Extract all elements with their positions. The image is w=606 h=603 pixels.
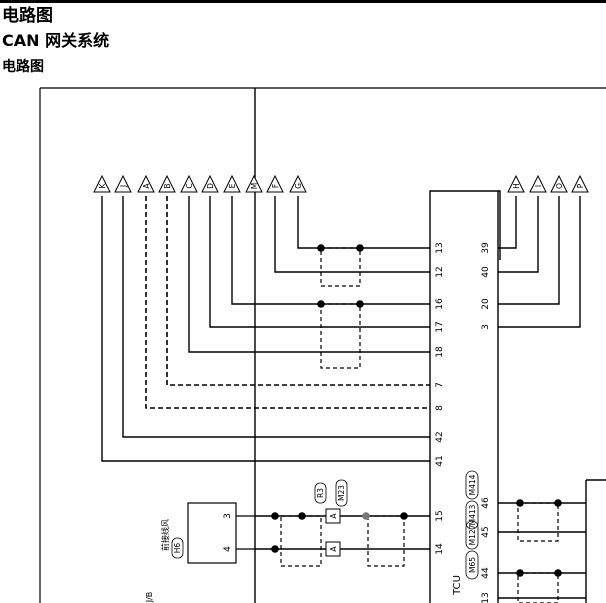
pin-side-45: 45 [481, 526, 491, 537]
module-name-label: TCU [452, 575, 463, 596]
module-connector-M127: M127 [468, 524, 477, 545]
connector-I-label: I [534, 185, 543, 187]
connector-F-label: F [271, 184, 280, 188]
wire-O [498, 196, 560, 305]
connector-K: K [93, 174, 111, 193]
relay-box [187, 502, 255, 564]
wire-H [498, 196, 517, 249]
wire-K [101, 196, 430, 462]
connector-O: O [550, 174, 568, 193]
wires-left [101, 196, 430, 550]
wire-J [122, 196, 430, 438]
pin-right-39: 39 [481, 242, 491, 254]
relay-label: 前接线风 [160, 519, 170, 551]
wire-B [166, 196, 430, 386]
wire-D [209, 196, 430, 328]
connector-A-label: A [142, 183, 151, 189]
diagram-frame [39, 87, 606, 603]
connector-P-label: P [576, 183, 585, 188]
pin-left-7: 7 [435, 382, 445, 388]
connector-B: B [158, 174, 176, 193]
module-connector-M413: M413 [468, 504, 477, 525]
label-layer: 13121617187842411514394020346454413TCUM6… [145, 242, 491, 603]
module-connector-M414: M414 [468, 474, 477, 495]
connector-M-label: M [250, 183, 259, 189]
pin-side-46: 46 [481, 497, 491, 509]
pin-left-42: 42 [435, 431, 445, 442]
wire-I [498, 196, 539, 273]
connector-K-label: K [98, 182, 107, 188]
pin-left-12: 12 [435, 266, 445, 277]
tcu-module [429, 190, 606, 603]
pin-side-13: 13 [481, 592, 491, 603]
wire-E [231, 196, 430, 305]
wire-G [297, 196, 430, 249]
connector-C-label: C [185, 183, 194, 188]
connector-M: M [245, 174, 263, 193]
pin-right-20: 20 [481, 298, 491, 310]
connector-B-label: B [163, 183, 172, 188]
pin-left-41: 41 [435, 455, 445, 466]
connector-D-label: D [206, 183, 215, 189]
connector-G: G [289, 174, 307, 193]
wire-A [145, 196, 430, 409]
connector-F: F [266, 174, 284, 193]
page-title: 电路图 [2, 6, 53, 26]
pin-right-40: 40 [481, 266, 491, 278]
connector-I: I [529, 174, 547, 193]
section-title: 电路图 [2, 59, 44, 75]
connector-O-label: O [555, 183, 564, 189]
wire-F [274, 196, 430, 273]
connector-P: P [571, 174, 589, 193]
wires-right [498, 196, 586, 599]
twisted-pair-shields [280, 247, 559, 603]
wire-C [188, 196, 430, 353]
inline-connector-letter-top: A [329, 513, 338, 519]
connector-D: D [201, 174, 219, 193]
connector-E: E [223, 174, 241, 193]
connector-H-label: H [512, 183, 521, 189]
connector-J: J [114, 174, 132, 193]
page-subtitle: CAN 网关系统 [2, 31, 110, 50]
pin-left-17: 17 [435, 321, 445, 332]
relay-connector-label: H6 [173, 543, 182, 554]
partial-label: J/B [145, 592, 154, 603]
splice-dots [271, 244, 562, 577]
pin-side-44: 44 [481, 567, 491, 579]
pin-left-18: 18 [435, 346, 445, 358]
pin-left-16: 16 [435, 298, 445, 310]
relay-pin-3: 3 [223, 513, 233, 519]
junction-label-M23: M23 [337, 485, 346, 501]
relay-pin-4: 4 [223, 546, 233, 552]
pin-left-15: 15 [435, 510, 445, 521]
pin-left-8: 8 [435, 405, 445, 411]
wire-P [498, 196, 581, 328]
pin-left-14: 14 [435, 543, 445, 555]
header-rule [0, 0, 606, 3]
connector-C: C [180, 174, 198, 193]
module-connector-M65: M65 [468, 557, 477, 573]
connector-J-label: J [119, 185, 128, 188]
connector-A: A [137, 174, 155, 193]
pin-right-3: 3 [481, 324, 491, 330]
connector-H: H [507, 174, 525, 193]
connector-E-label: E [228, 183, 237, 188]
wires-left-dashed [145, 196, 430, 409]
inline-connector-letter-bottom: A [329, 546, 338, 552]
connector-G-label: G [294, 183, 303, 189]
pin-left-13: 13 [435, 242, 445, 253]
inline-connectors [325, 508, 341, 557]
junction-label-R3: R3 [316, 488, 325, 498]
